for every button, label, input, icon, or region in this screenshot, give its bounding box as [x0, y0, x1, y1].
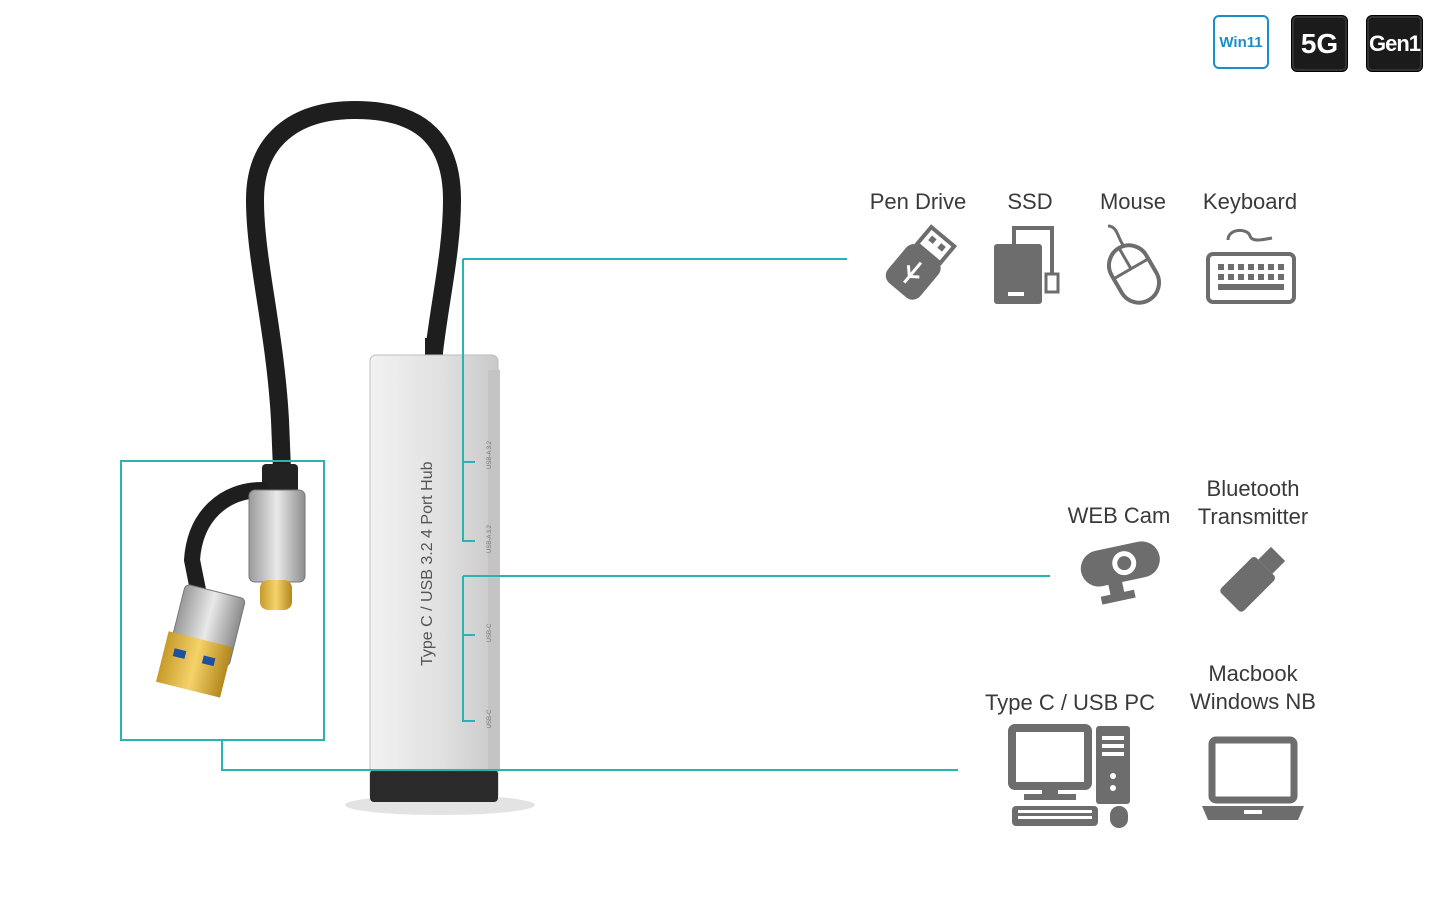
keyboard-icon — [1206, 229, 1296, 304]
win11-badge: Win11 — [1213, 15, 1269, 69]
port-label-2: USB-A 3.2 — [487, 525, 493, 554]
hub-product-text: Type C / USB 3.2 4 Port Hub — [419, 461, 436, 666]
device-label-bluetooth-2: Transmitter — [1197, 504, 1309, 529]
device-label-web-cam: WEB Cam — [1067, 503, 1171, 528]
external-ssd-icon — [994, 226, 1060, 304]
device-label-bluetooth-1: Bluetooth — [1206, 476, 1300, 501]
desktop-pc-icon — [1008, 724, 1130, 828]
usb-drive-icon — [885, 224, 958, 300]
cable — [245, 100, 462, 479]
5g-speed-badge: 5G — [1291, 15, 1348, 72]
device-label-pen-drive: Pen Drive — [869, 189, 967, 214]
device-label-laptop-1: Macbook — [1208, 661, 1298, 686]
device-label-laptop-2: Windows NB — [1190, 689, 1316, 714]
port-label-4: USB-C — [487, 709, 493, 729]
bluetooth-dongle-icon — [1220, 546, 1286, 612]
usb-c-plug-tip — [260, 580, 292, 610]
port-label-3: USB-C — [487, 623, 493, 643]
mouse-icon — [1107, 224, 1161, 305]
usb-a-plug-tip — [156, 631, 233, 698]
device-label-mouse: Mouse — [1099, 189, 1167, 214]
webcam-icon — [1080, 541, 1160, 605]
laptop-icon — [1202, 736, 1304, 820]
device-label-keyboard: Keyboard — [1202, 189, 1298, 214]
usb-c-plug-housing — [248, 489, 306, 583]
device-label-ssd: SSD — [1007, 189, 1053, 214]
port-label-1: USB-A 3.2 — [487, 441, 493, 470]
gen1-badge: Gen1 — [1366, 15, 1423, 72]
device-label-pc: Type C / USB PC — [985, 690, 1155, 715]
